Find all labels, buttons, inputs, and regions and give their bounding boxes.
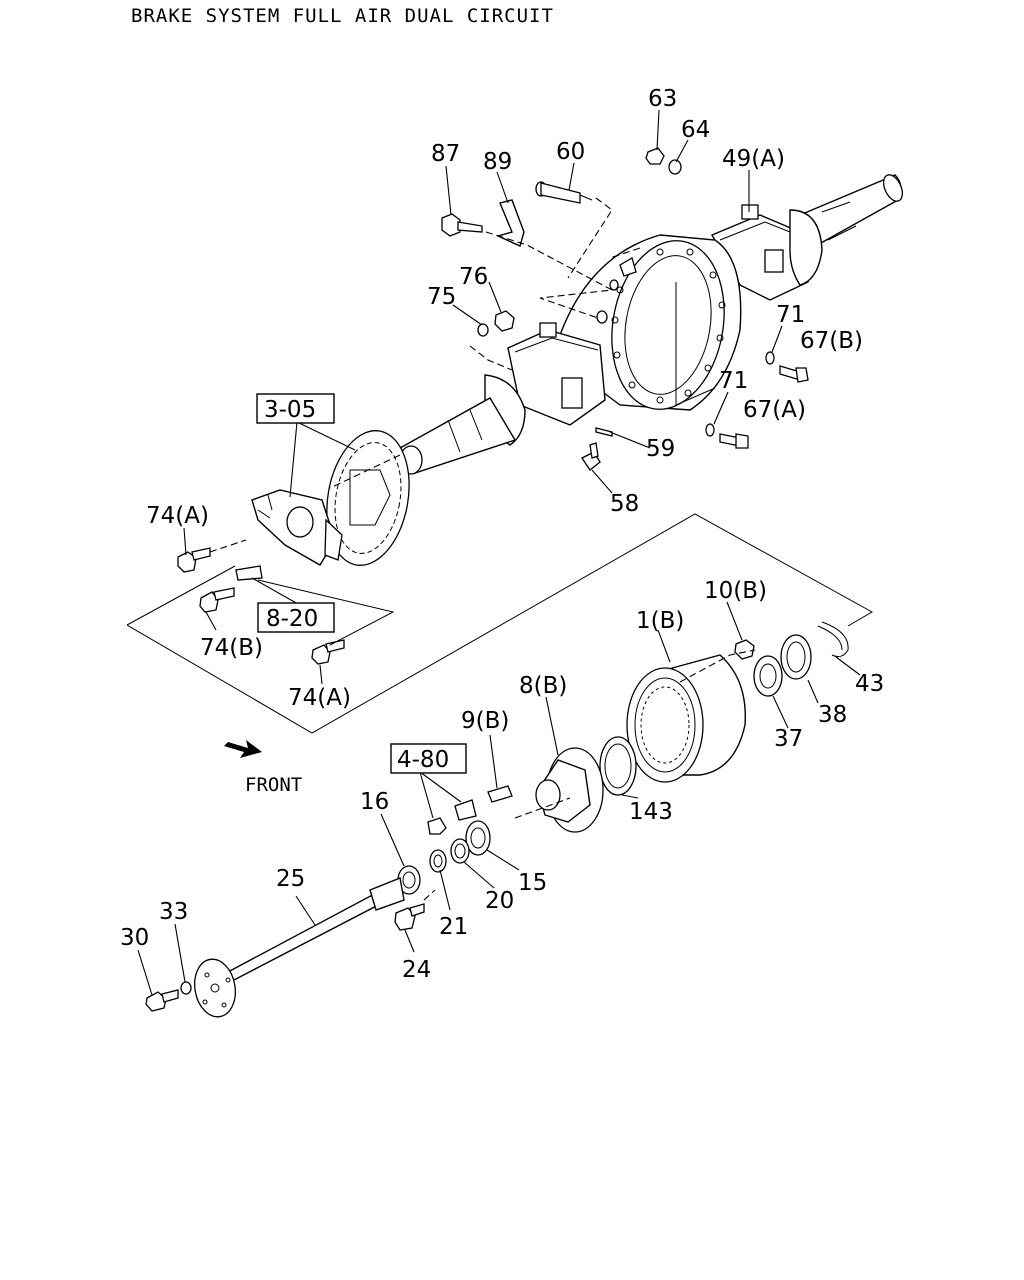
callout-71-lower: 71 bbox=[719, 368, 748, 394]
part-143-tone-ring bbox=[599, 736, 637, 796]
callout-143: 143 bbox=[629, 799, 673, 825]
part-25-axle-shaft bbox=[194, 877, 405, 1018]
part-67b-bolt bbox=[779, 365, 809, 383]
part-74a-bolt-lower bbox=[311, 639, 345, 665]
callout-67a: 67(A) bbox=[743, 397, 806, 423]
callout-30: 30 bbox=[120, 925, 149, 951]
callout-labels: 63 64 87 89 60 49(A) 76 75 71 67(B) 71 6… bbox=[120, 86, 884, 983]
callout-24: 24 bbox=[402, 957, 431, 983]
callout-37: 37 bbox=[774, 726, 803, 752]
callout-16: 16 bbox=[360, 789, 389, 815]
callout-49a: 49(A) bbox=[722, 146, 785, 172]
part-63-bolt bbox=[645, 147, 665, 165]
svg-text:8-20: 8-20 bbox=[266, 606, 318, 632]
part-21-lock bbox=[429, 849, 447, 873]
callout-74a-lower: 74(A) bbox=[288, 685, 351, 711]
callout-8b: 8(B) bbox=[519, 673, 567, 699]
part-74a-bolt-upper bbox=[177, 547, 211, 573]
svg-text:4-80: 4-80 bbox=[397, 747, 449, 773]
callout-21: 21 bbox=[439, 914, 468, 940]
callout-33: 33 bbox=[159, 899, 188, 925]
axle-housing bbox=[399, 174, 904, 475]
part-71-ring bbox=[765, 351, 775, 365]
callout-63: 63 bbox=[648, 86, 677, 112]
part-10b-nut bbox=[734, 639, 755, 660]
part-9b-stud bbox=[487, 785, 513, 803]
part-64-washer bbox=[668, 159, 682, 175]
callout-74b: 74(B) bbox=[200, 635, 263, 661]
callout-10b: 10(B) bbox=[704, 578, 767, 604]
callout-43: 43 bbox=[855, 671, 884, 697]
callout-76: 76 bbox=[459, 264, 488, 290]
part-15-bearing bbox=[465, 820, 491, 856]
part-76-nut bbox=[494, 310, 515, 332]
callout-87: 87 bbox=[431, 141, 460, 167]
diagram-title: BRAKE SYSTEM FULL AIR DUAL CIRCUIT bbox=[131, 5, 554, 27]
part-87-bolt bbox=[441, 213, 483, 237]
group-outline-anchor bbox=[126, 565, 395, 646]
part-75-washer bbox=[477, 323, 489, 337]
group-outline-brake bbox=[126, 513, 874, 734]
part-30-bolt bbox=[145, 989, 179, 1012]
callout-58: 58 bbox=[610, 491, 639, 517]
callout-60: 60 bbox=[556, 139, 585, 165]
callout-38: 38 bbox=[818, 702, 847, 728]
callout-25: 25 bbox=[276, 866, 305, 892]
ref-box-3-05[interactable]: 3-05 bbox=[256, 393, 335, 424]
callout-64: 64 bbox=[681, 117, 710, 143]
callout-20: 20 bbox=[485, 888, 514, 914]
callout-1b: 1(B) bbox=[636, 608, 684, 634]
part-8b-hub bbox=[535, 747, 604, 833]
backing-plate bbox=[326, 430, 410, 566]
part-37-bearing bbox=[753, 655, 783, 697]
part-24-bolt bbox=[394, 903, 425, 931]
callout-89: 89 bbox=[483, 149, 512, 175]
part-58-fitting bbox=[581, 442, 601, 471]
front-label: FRONT bbox=[245, 774, 302, 796]
callout-9b: 9(B) bbox=[461, 708, 509, 734]
part-1b-drum bbox=[626, 654, 746, 783]
part-67a-bolt bbox=[719, 433, 749, 449]
callout-75: 75 bbox=[427, 284, 456, 310]
part-89-bracket bbox=[495, 199, 525, 247]
callout-67b: 67(B) bbox=[800, 328, 863, 354]
ref-box-8-20[interactable]: 8-20 bbox=[257, 602, 335, 633]
callout-71-upper: 71 bbox=[776, 302, 805, 328]
leader-lines bbox=[137, 109, 861, 996]
ref-box-4-80[interactable]: 4-80 bbox=[390, 743, 467, 774]
part-74b-bolt bbox=[199, 587, 235, 613]
part-43-snap-ring bbox=[821, 621, 849, 658]
part-60-pin bbox=[535, 181, 593, 204]
svg-text:3-05: 3-05 bbox=[264, 397, 316, 423]
part-38-seal bbox=[780, 634, 812, 680]
part-59-plug bbox=[595, 427, 613, 437]
callout-15: 15 bbox=[518, 870, 547, 896]
callout-59: 59 bbox=[646, 436, 675, 462]
part-20-washer bbox=[450, 838, 470, 864]
brake-anchor bbox=[251, 489, 343, 566]
front-arrow-icon bbox=[224, 740, 262, 758]
part-33-washer bbox=[180, 981, 192, 995]
callout-74a-upper: 74(A) bbox=[146, 503, 209, 529]
